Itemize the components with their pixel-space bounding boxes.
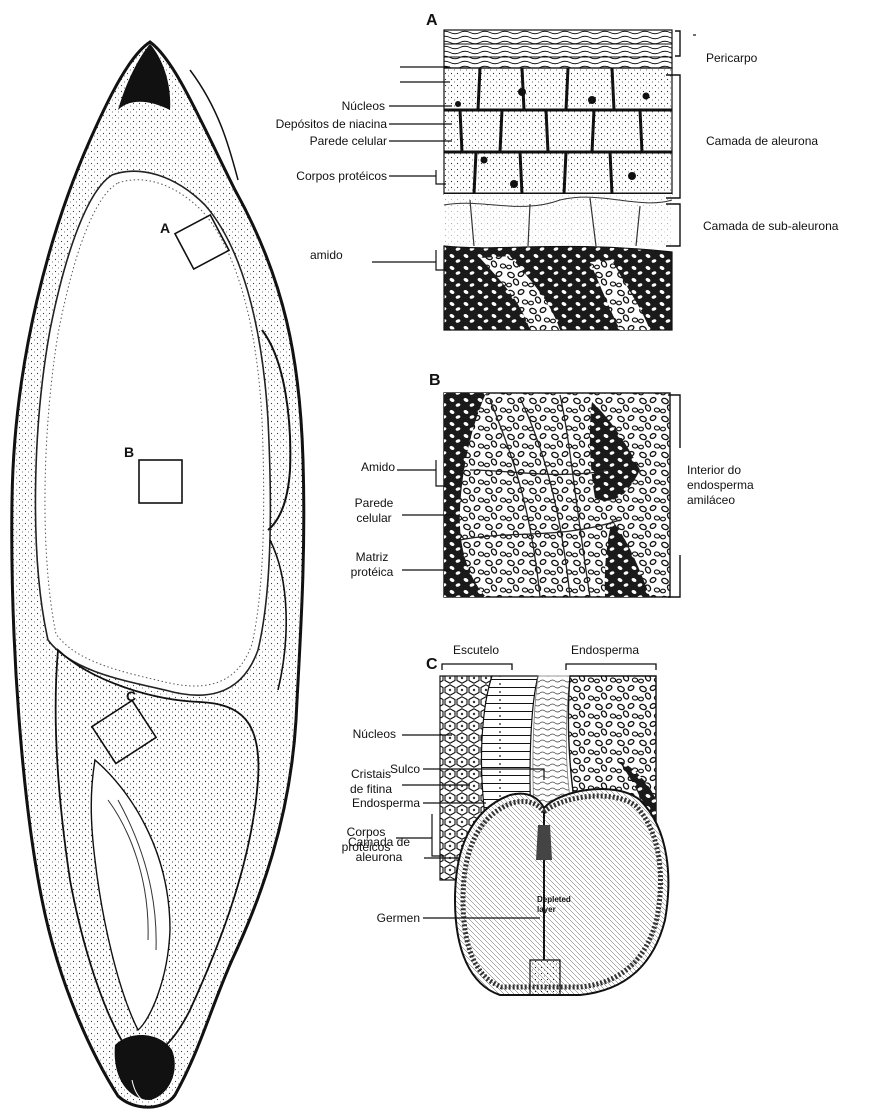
label-parede-b-line2: celular bbox=[346, 511, 402, 525]
grain-box-b-letter: B bbox=[124, 444, 134, 460]
panel-a-letter: A bbox=[426, 12, 438, 30]
label-depositos-niacina: Depósitos de niacina bbox=[276, 117, 387, 131]
label-corpos-proteicos-a: Corpos protéicos bbox=[296, 169, 387, 183]
label-interior-line1: Interior do bbox=[687, 463, 741, 477]
label-camada-cs-line2: aleurona bbox=[336, 850, 422, 864]
label-pericarpo: Pericarpo bbox=[706, 51, 757, 65]
panel-c-letter: C bbox=[426, 656, 438, 674]
panel-a-illustration bbox=[372, 30, 696, 330]
panel-b-illustration bbox=[397, 393, 680, 597]
label-depleted-line1: Depleted bbox=[537, 895, 571, 904]
label-matriz-line2: protéica bbox=[343, 565, 401, 579]
label-nucleos-c: Núcleos bbox=[353, 727, 396, 741]
label-amido-a: amido bbox=[310, 248, 343, 262]
grain-box-b bbox=[139, 460, 182, 503]
grain-box-c-letter: C bbox=[126, 688, 136, 704]
label-germen: Germen bbox=[377, 911, 420, 925]
label-amido-b: Amido bbox=[361, 460, 395, 474]
label-interior-line3: amiláceo bbox=[687, 493, 735, 507]
grain-illustration bbox=[12, 42, 304, 1107]
panel-b-letter: B bbox=[429, 372, 441, 390]
label-nucleos-a: Núcleos bbox=[342, 99, 385, 113]
label-parede-celular-a: Parede celular bbox=[310, 134, 387, 148]
cross-section-outline bbox=[455, 789, 668, 995]
label-interior-line2: endosperma bbox=[687, 478, 754, 492]
label-matriz-line1: Matriz bbox=[343, 550, 401, 564]
grain-box-a-letter: A bbox=[160, 220, 170, 236]
label-endosperma-cs: Endosperma bbox=[352, 796, 420, 810]
label-depleted-line2: layer bbox=[537, 905, 556, 914]
label-endosperma-c: Endosperma bbox=[571, 643, 639, 657]
label-sulco: Sulco bbox=[390, 762, 420, 776]
label-cristais-line2: de fitina bbox=[340, 782, 402, 796]
label-parede-b-line1: Parede bbox=[346, 496, 402, 510]
label-camada-sub-aleurona: Camada de sub-aleurona bbox=[703, 219, 838, 233]
label-camada-cs-line1: Camada de bbox=[336, 835, 422, 849]
label-escutelo: Escutelo bbox=[453, 643, 499, 657]
label-camada-aleurona-a: Camada de aleurona bbox=[706, 134, 818, 148]
